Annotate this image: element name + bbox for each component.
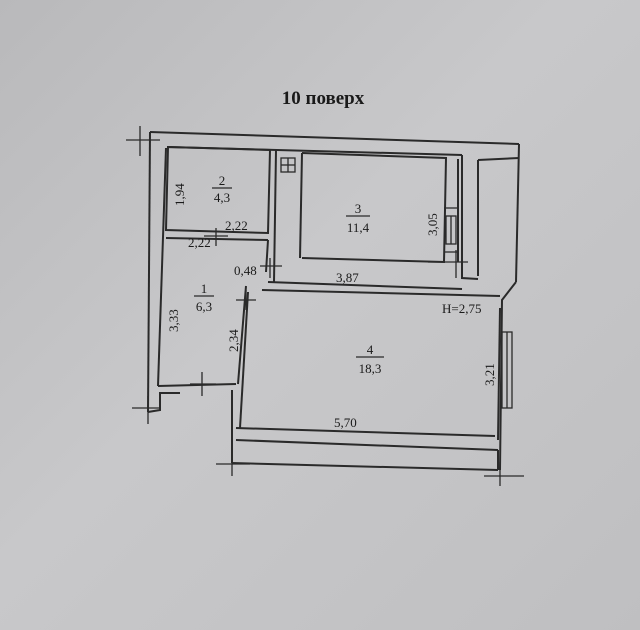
room-2-area: 4,3 <box>214 190 230 205</box>
dim-room2-height: 1,94 <box>172 183 187 206</box>
height-label: H=2,75 <box>442 301 481 316</box>
axis-marks <box>126 126 524 486</box>
window-room3 <box>444 207 458 253</box>
dim-room4-left: 2,34 <box>226 329 241 352</box>
room-4-number: 4 <box>367 342 374 357</box>
dim-room4-width: 5,70 <box>334 415 357 430</box>
dim-room1-height: 3,33 <box>166 309 181 332</box>
window-room4 <box>501 331 513 409</box>
dim-room3-width: 3,87 <box>336 270 359 285</box>
room-4-label: 4 18,3 <box>356 342 384 376</box>
dim-door-width: 0,48 <box>234 263 257 278</box>
floor-title: 10 поверх <box>282 88 365 109</box>
dim-room2-width: 2,22 <box>225 218 248 233</box>
room-1-label: 1 6,3 <box>194 281 214 314</box>
room-3-label: 3 11,4 <box>346 201 370 235</box>
vent-shaft-icon <box>280 157 296 173</box>
room-3-number: 3 <box>355 201 362 216</box>
room-1-area: 6,3 <box>196 299 212 314</box>
room-1-number: 1 <box>201 281 208 296</box>
room-2-label: 2 4,3 <box>212 173 232 205</box>
interior-walls <box>164 145 520 429</box>
dim-room1-width: 2,22 <box>188 235 211 250</box>
room-3-area: 11,4 <box>347 220 370 235</box>
dim-room3-height: 3,05 <box>425 213 440 236</box>
room-2-number: 2 <box>219 173 226 188</box>
dim-room4-right: 3,21 <box>482 363 497 386</box>
room-4-area: 18,3 <box>359 361 382 376</box>
